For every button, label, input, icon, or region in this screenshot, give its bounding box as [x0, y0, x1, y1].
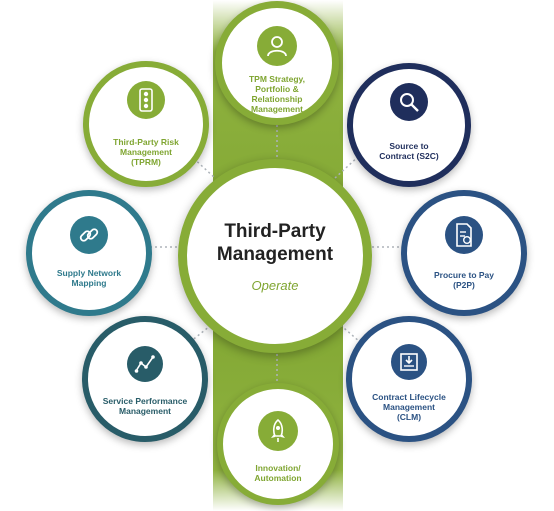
center-subtitle: Operate	[251, 278, 299, 293]
invoice-icon	[445, 216, 483, 254]
p2p-node: Procure to Pay(P2P)	[401, 190, 527, 316]
p2p-label: Procure to Pay(P2P)	[434, 270, 494, 290]
line-graph-icon	[127, 346, 163, 382]
innovation-node: Innovation/Automation	[217, 383, 339, 505]
person-icon	[257, 26, 297, 66]
traffic-light-icon	[127, 81, 165, 119]
link-icon	[70, 216, 108, 254]
innovation-label: Innovation/Automation	[254, 463, 302, 483]
magnifier-icon	[390, 83, 428, 121]
rocket-icon	[258, 411, 298, 451]
inbox-download-icon	[391, 344, 427, 380]
